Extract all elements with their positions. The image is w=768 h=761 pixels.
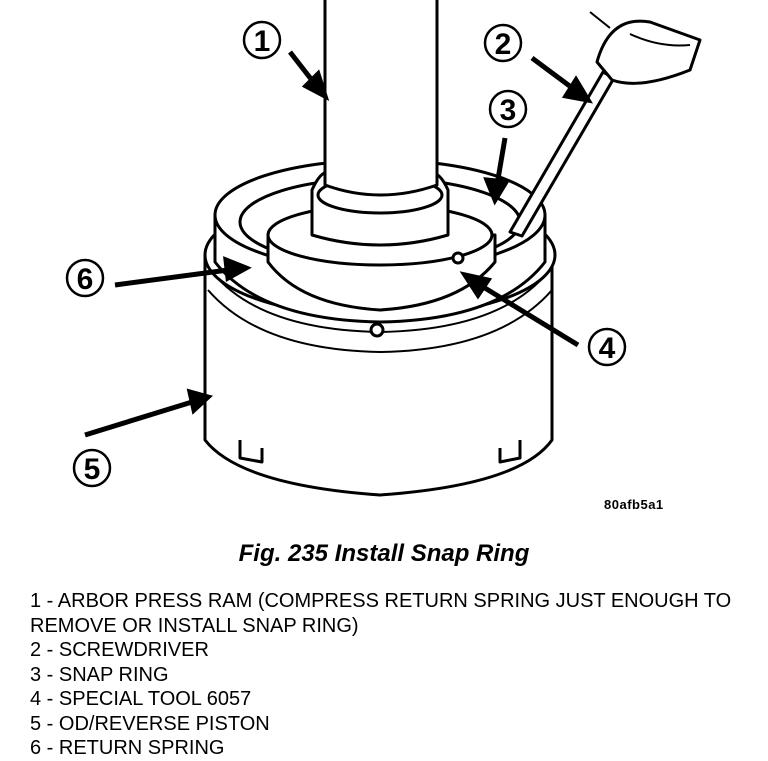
legend-item: 5 - OD/REVERSE PISTON <box>30 712 270 735</box>
arbor-press-ram <box>310 0 450 247</box>
legend-item: 4 - SPECIAL TOOL 6057 <box>30 688 252 710</box>
leader-arrows <box>84 50 593 438</box>
legend-item: 6 - RETURN SPRING <box>30 737 225 759</box>
svg-text:1: 1 <box>254 25 271 58</box>
figure-caption: Fig. 235 Install Snap Ring <box>238 540 530 567</box>
callout-1: 1 <box>242 20 282 60</box>
svg-text:4: 4 <box>599 332 616 365</box>
callout-2: 2 <box>483 23 523 63</box>
legend-item: 2 - SCREWDRIVER <box>30 639 209 661</box>
screwdriver <box>508 11 702 238</box>
svg-text:2: 2 <box>495 28 512 61</box>
legend-item: 1 - ARBOR PRESS RAM (COMPRESS RETURN SPR… <box>30 590 737 637</box>
svg-text:3: 3 <box>500 94 517 127</box>
callout-6: 6 <box>65 258 105 298</box>
svg-text:6: 6 <box>77 263 94 296</box>
callout-3: 3 <box>488 89 528 129</box>
callout-4: 4 <box>587 327 627 367</box>
illustration: 1 2 3 4 5 6 <box>65 0 702 497</box>
legend: 1 - ARBOR PRESS RAM (COMPRESS RETURN SPR… <box>30 589 750 761</box>
svg-text:5: 5 <box>84 453 101 486</box>
legend-item: 3 - SNAP RING <box>30 663 169 686</box>
callout-5: 5 <box>72 448 112 488</box>
figure-code: 80afb5a1 <box>604 497 664 512</box>
